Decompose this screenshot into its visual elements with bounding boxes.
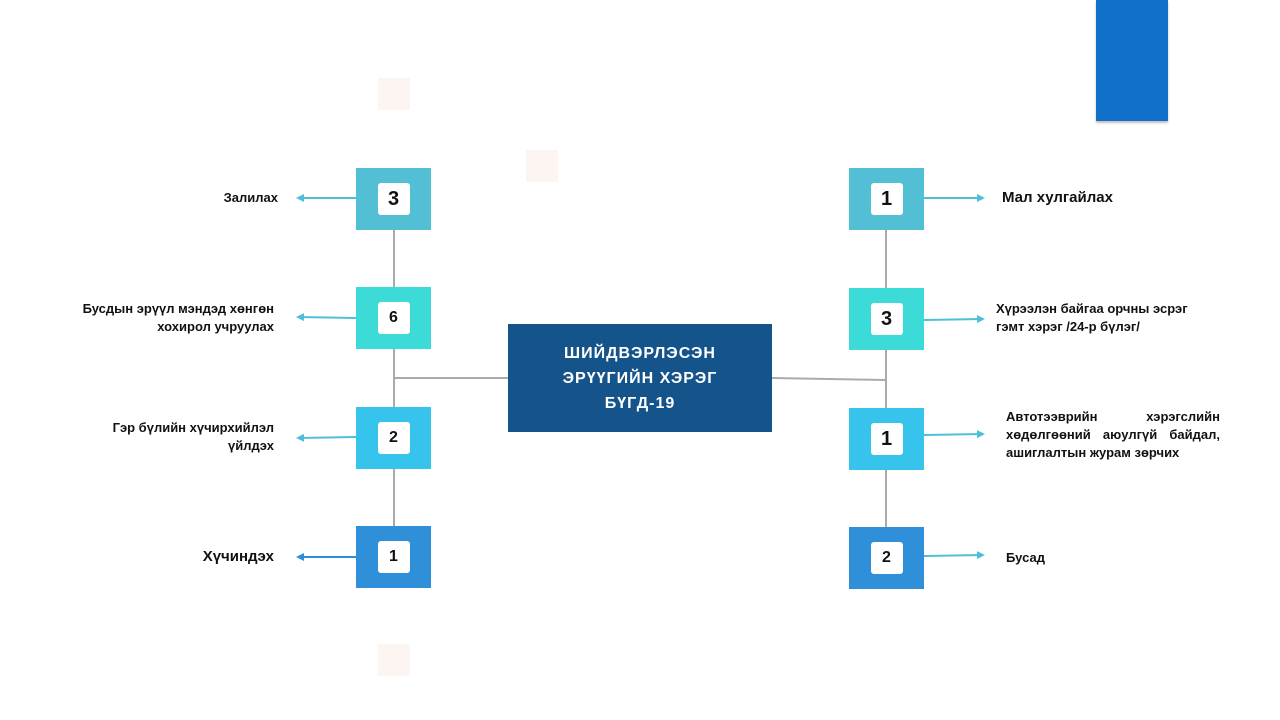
- label-left-4: Хүчиндэх: [202, 548, 274, 565]
- right-hub-line: [771, 377, 887, 381]
- decorative-square: [378, 78, 410, 110]
- count-badge: 6: [377, 302, 410, 334]
- node-left-3: 2: [356, 407, 431, 469]
- node-left-4: 1: [356, 526, 431, 588]
- node-right-3: 1: [849, 408, 924, 470]
- node-right-2: 3: [849, 288, 924, 350]
- decorative-square: [378, 644, 410, 676]
- central-title-box: ШИЙДВЭРЛЭСЭН ЭРҮҮГИЙН ХЭРЭГ БҮГД-19: [508, 324, 772, 432]
- node-left-1: 3: [356, 168, 431, 230]
- arrow: [923, 551, 985, 560]
- arrow: [296, 313, 357, 322]
- count-badge: 2: [377, 422, 410, 454]
- arrow: [923, 315, 985, 324]
- count-badge: 1: [870, 183, 903, 215]
- label-right-3: Автотээврийн хэрэгслийн хөдөлгөөний аюул…: [1006, 409, 1220, 460]
- count-badge: 3: [870, 303, 903, 335]
- arrow: [296, 433, 357, 442]
- node-left-2: 6: [356, 287, 431, 349]
- label-right-2: Хүрээлэн байгаа орчны эсрэг гэмт хэрэг /…: [996, 301, 1188, 334]
- label-left-3: Гэр бүлийн хүчирхийлэл үйлдэх: [112, 420, 274, 453]
- node-right-1: 1: [849, 168, 924, 230]
- central-title: ШИЙДВЭРЛЭСЭН ЭРҮҮГИЙН ХЭРЭГ БҮГД-19: [562, 344, 718, 412]
- label-left-1: Залилах: [223, 190, 278, 205]
- accent-bar: [1096, 0, 1168, 121]
- decorative-square: [526, 150, 558, 182]
- count-badge: 2: [870, 542, 903, 574]
- label-right-4: Бусад: [1006, 550, 1045, 565]
- count-badge: 1: [377, 541, 410, 573]
- node-right-4: 2: [849, 527, 924, 589]
- label-right-1: Мал хулгайлах: [1002, 189, 1113, 206]
- arrow: [923, 430, 985, 439]
- label-left-2: Бусдын эрүүл мэндэд хөнгөн хохирол учруу…: [82, 301, 274, 334]
- count-badge: 1: [870, 423, 903, 455]
- count-badge: 3: [377, 183, 410, 215]
